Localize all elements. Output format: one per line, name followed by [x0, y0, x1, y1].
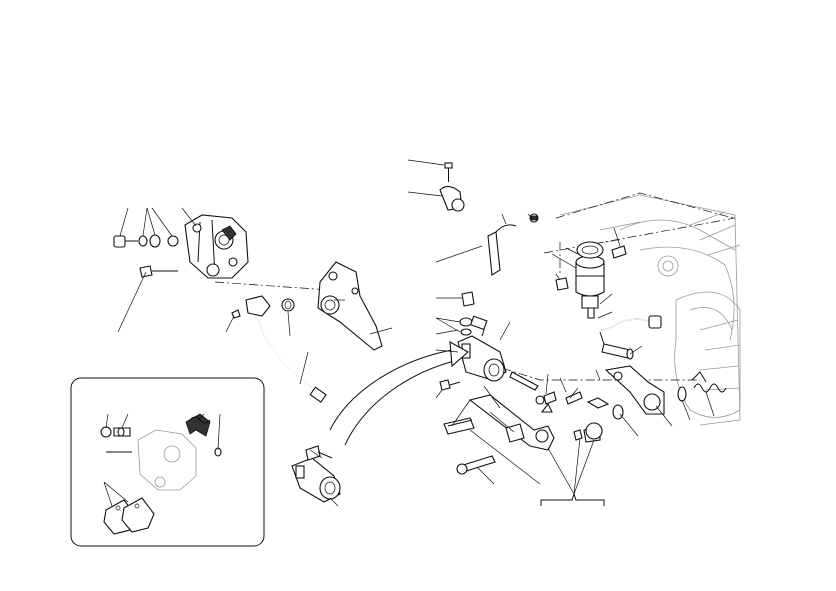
brake-pad-inset — [70, 377, 265, 547]
caliper-bolts — [113, 234, 179, 278]
rear-master-cylinder — [457, 291, 507, 382]
leader-lines — [103, 159, 715, 507]
hose-banjo-fitting-top — [439, 162, 465, 212]
master-cylinder-detail — [291, 445, 341, 503]
caliper-carrier-bracket — [317, 261, 383, 351]
pedal-pivot-assembly — [586, 365, 727, 420]
hose-clip — [487, 213, 539, 276]
speed-sensor — [231, 295, 327, 403]
detail-arrow — [329, 341, 469, 446]
rear-brake-pedal — [443, 394, 603, 475]
callout-brace — [540, 437, 605, 506]
brake-hose — [197, 205, 587, 355]
small-fasteners — [439, 379, 583, 405]
brake-light-switch — [599, 315, 662, 360]
rear-brake-caliper — [184, 214, 249, 279]
pushrod — [509, 371, 553, 413]
brake-fluid-reservoir — [555, 241, 627, 319]
